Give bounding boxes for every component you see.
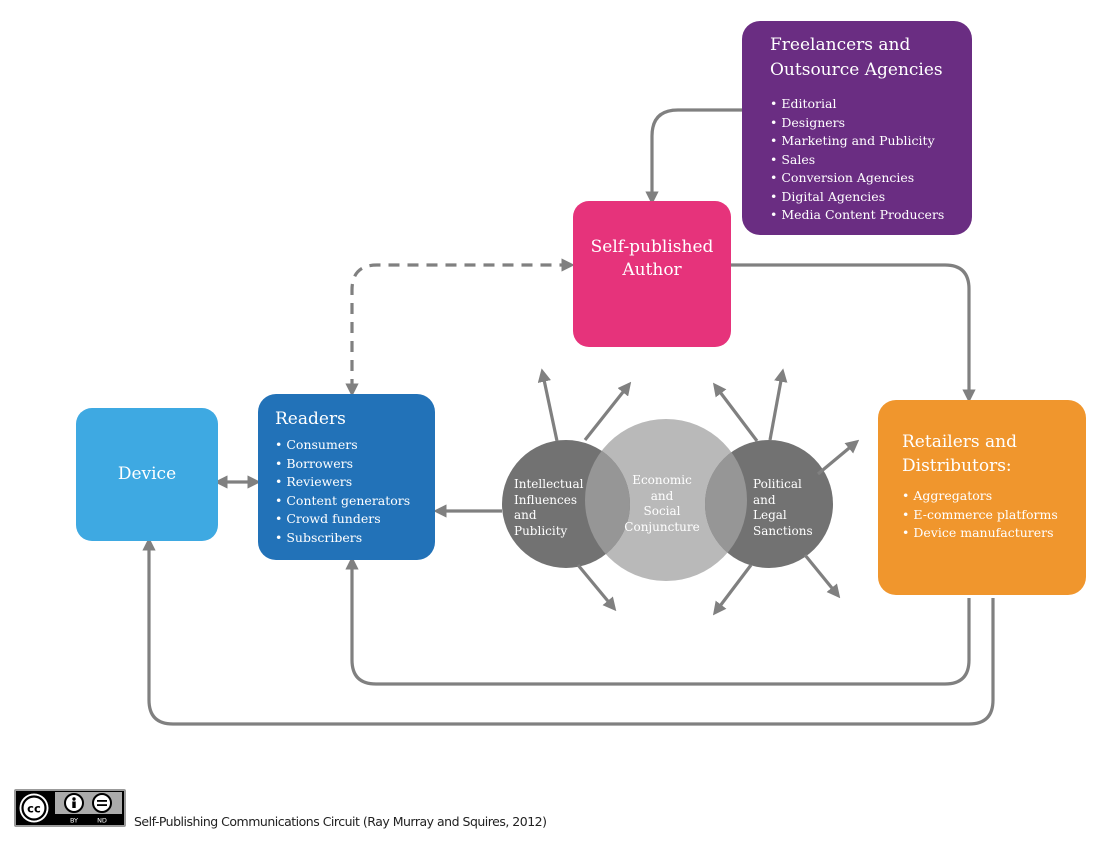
list-item: Subscribers xyxy=(275,529,425,548)
figure-caption: Self-Publishing Communications Circuit (… xyxy=(134,813,547,829)
author-title: Self-published Author xyxy=(590,237,714,280)
venn-diagram xyxy=(502,419,833,581)
list-item: Conversion Agencies xyxy=(770,169,960,188)
venn-label-intellectual: Intellectual Influences and Publicity xyxy=(514,477,584,538)
connector-retailers-to-readers xyxy=(345,556,971,686)
influence-arrow xyxy=(803,553,841,599)
connector-author-to-retailers xyxy=(731,263,976,403)
influence-arrow xyxy=(537,368,559,442)
influence-arrow xyxy=(816,439,860,476)
list-item: Consumers xyxy=(275,436,425,455)
influence-arrow xyxy=(768,368,788,441)
venn-label-political: Political and Legal Sanctions xyxy=(753,477,813,538)
list-item: E-commerce platforms xyxy=(902,506,1078,525)
svg-text:cc: cc xyxy=(27,802,41,816)
no-derivatives-icon xyxy=(92,793,112,813)
readers-title: Readers xyxy=(275,409,346,429)
cc-license-badge: cc BY ND xyxy=(14,789,126,827)
list-item: Borrowers xyxy=(275,455,425,474)
list-item: Digital Agencies xyxy=(770,188,960,207)
connector-retailers-to-device xyxy=(142,537,995,726)
connector-freelancers-to-author xyxy=(645,108,742,205)
influence-arrow xyxy=(576,563,617,612)
license-by-label: BY xyxy=(70,817,78,825)
list-item: Editorial xyxy=(770,95,960,114)
list-item: Marketing and Publicity xyxy=(770,132,960,151)
influence-arrow xyxy=(712,382,759,442)
device-node: Device xyxy=(76,408,218,541)
connector-readers-to-author-dashed xyxy=(345,258,575,397)
list-item: Content generators xyxy=(275,492,425,511)
influence-arrow xyxy=(583,381,632,441)
list-item: Crowd funders xyxy=(275,510,425,529)
readers-list: Consumers Borrowers Reviewers Content ge… xyxy=(275,436,425,547)
freelancers-node: Freelancers and Outsource Agencies Edito… xyxy=(742,21,972,235)
freelancers-title: Freelancers and Outsource Agencies xyxy=(770,35,943,80)
venn-overlap-right xyxy=(705,440,747,568)
retailers-node: Retailers and Distributors: Aggregators … xyxy=(878,400,1086,595)
list-item: Device manufacturers xyxy=(902,524,1078,543)
list-item: Reviewers xyxy=(275,473,425,492)
device-title: Device xyxy=(117,464,177,485)
retailers-title: Retailers and Distributors: xyxy=(902,432,1017,476)
influence-arrow xyxy=(712,564,753,616)
venn-overlap-left xyxy=(585,440,630,568)
creative-commons-icon: cc BY ND xyxy=(16,791,124,825)
venn-label-economic: Economic and Social Conjuncture xyxy=(624,473,700,534)
readers-node: Readers Consumers Borrowers Reviewers Co… xyxy=(258,394,435,560)
license-nd-label: ND xyxy=(97,817,107,825)
author-node: Self-published Author xyxy=(573,201,731,347)
list-item: Sales xyxy=(770,151,960,170)
retailers-list: Aggregators E-commerce platforms Device … xyxy=(902,487,1078,543)
footer: cc BY ND Self-Publishing Communications … xyxy=(14,788,547,829)
list-item: Media Content Producers xyxy=(770,206,960,225)
venn-circle-economic xyxy=(585,419,747,581)
freelancers-list: Editorial Designers Marketing and Public… xyxy=(770,95,960,225)
list-item: Designers xyxy=(770,114,960,133)
list-item: Aggregators xyxy=(902,487,1078,506)
